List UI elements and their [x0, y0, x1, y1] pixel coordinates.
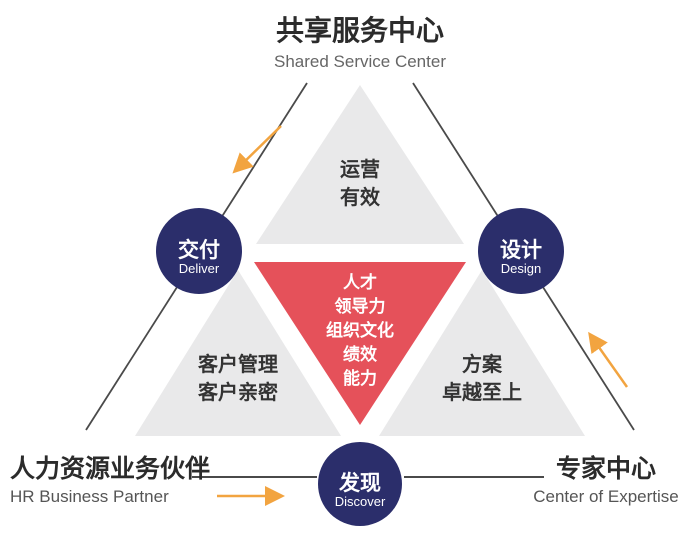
top-segment-line-1: 运营 — [340, 157, 380, 181]
deliver-node-circle — [156, 208, 242, 294]
bottom-left-segment-line-2: 客户亲密 — [197, 380, 278, 404]
discover-node-circle — [318, 442, 402, 526]
deliver-node-label-en: Deliver — [179, 261, 220, 276]
center-segment-line-4: 绩效 — [343, 344, 377, 364]
header-title-zh: 共享服务中心 — [276, 14, 444, 46]
coe-label-zh: 专家中心 — [556, 454, 656, 483]
discover-node-label-zh: 发现 — [338, 471, 381, 495]
center-segment-triangle-red — [254, 262, 466, 425]
discover-node-label-en: Discover — [335, 494, 386, 509]
flow-arrow-left-down-icon — [232, 125, 282, 174]
bottom-left-segment-triangle — [135, 270, 341, 436]
bottom-right-segment-line-1: 方案 — [462, 352, 503, 376]
center-segment-line-3: 组织文化 — [326, 320, 394, 340]
top-segment-line-2: 有效 — [340, 185, 380, 209]
bottom-left-segment-line-1: 客户管理 — [197, 352, 278, 376]
deliver-node-label-zh: 交付 — [178, 238, 220, 262]
design-node-label-en: Design — [501, 261, 541, 276]
center-segment-line-1: 人才 — [343, 272, 377, 292]
bottom-right-segment-line-2: 卓越至上 — [442, 380, 522, 404]
center-segment-line-2: 领导力 — [335, 296, 386, 316]
hrbp-label-zh: 人力资源业务伙伴 — [10, 455, 210, 483]
flow-arrow-right-up-icon — [588, 331, 629, 388]
coe-label-en: Center of Expertise — [533, 487, 679, 506]
bottom-right-segment-triangle — [379, 270, 585, 436]
top-segment-triangle — [256, 85, 464, 244]
center-segment-line-5: 能力 — [343, 368, 377, 388]
design-node-label-zh: 设计 — [500, 239, 542, 262]
design-node-circle — [478, 208, 564, 294]
hrbp-label-en: HR Business Partner — [10, 487, 169, 506]
header-title-en: Shared Service Center — [274, 52, 446, 71]
